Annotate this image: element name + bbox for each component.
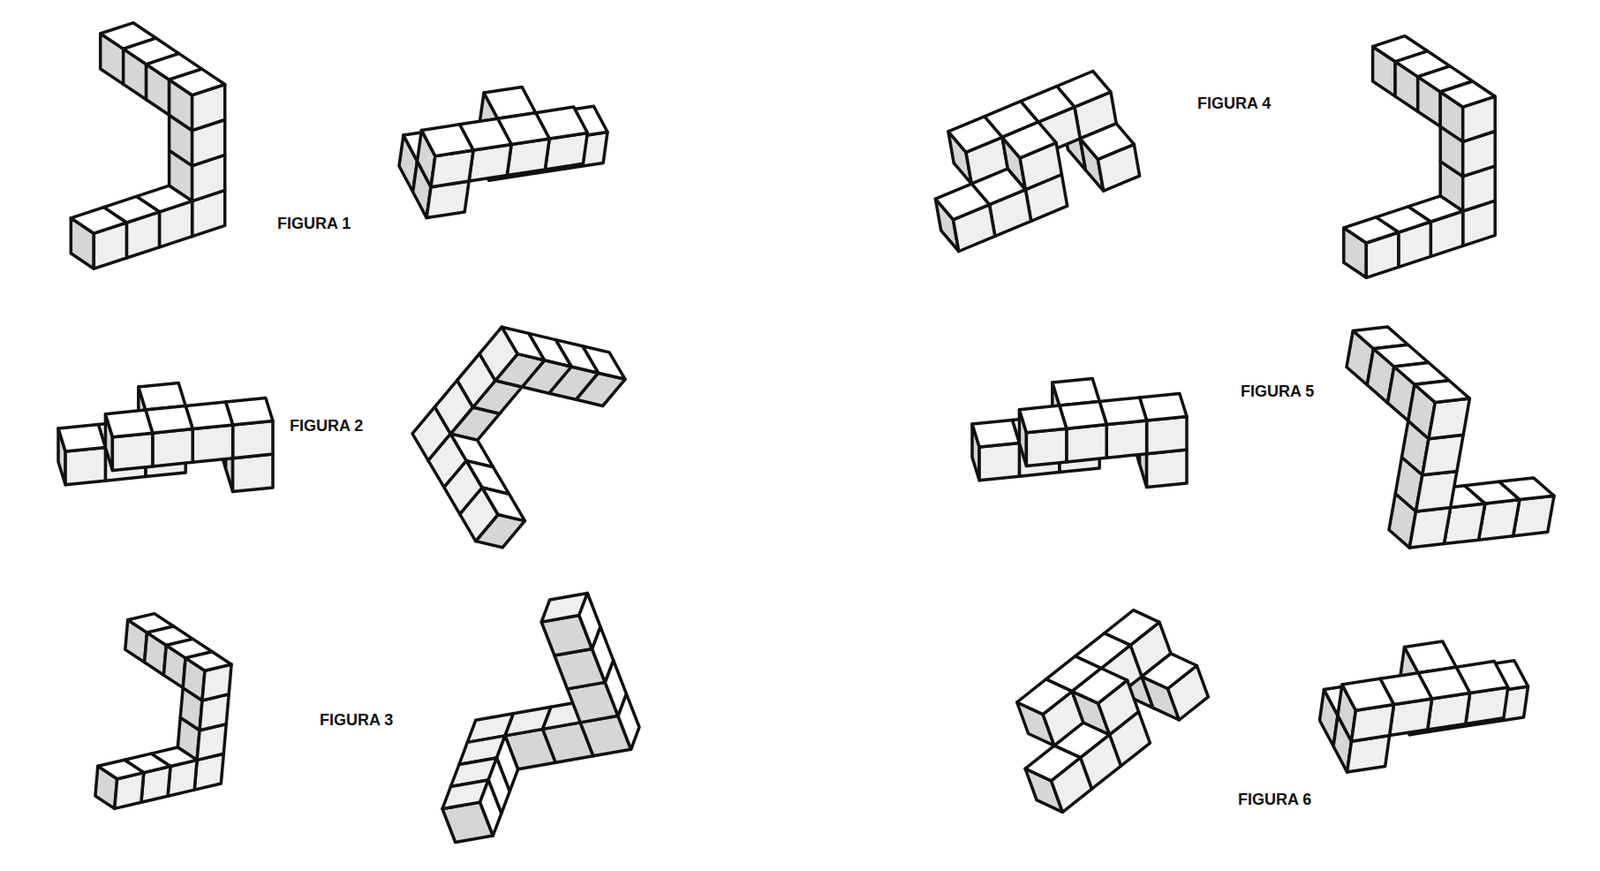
- cube-face: [1343, 217, 1399, 243]
- cube-face: [1017, 679, 1072, 715]
- figure-label: FIGURA 5: [1238, 382, 1316, 400]
- cube-face: [1002, 121, 1057, 159]
- cube-face: [1414, 380, 1470, 403]
- cube-figure: [412, 326, 626, 548]
- cube-figure: [935, 71, 1140, 252]
- cube-figure: [1320, 641, 1529, 772]
- cube-figure: [972, 378, 1187, 488]
- figure-label: FIGURA 4: [1195, 94, 1273, 113]
- cube-figure: [1343, 36, 1495, 279]
- cube-face: [1422, 434, 1464, 476]
- cube-face: [152, 429, 193, 467]
- cube-face: [185, 651, 232, 672]
- cube-face: [1409, 507, 1450, 549]
- cube-face: [233, 420, 273, 458]
- figure-label: FIGURA 6: [1236, 790, 1314, 808]
- cube-face: [1428, 398, 1470, 439]
- cube-face: [948, 116, 1003, 153]
- cube-face: [70, 207, 127, 234]
- cube-face: [1416, 470, 1457, 512]
- cube-figure: [95, 613, 232, 809]
- cube-face: [98, 759, 144, 779]
- cube-face: [935, 183, 989, 220]
- cube-face: [105, 409, 152, 438]
- cube-face: [1147, 449, 1187, 487]
- figure-label: FIGURA 1: [275, 214, 353, 233]
- cube-face: [1026, 428, 1066, 466]
- cube-face: [480, 779, 502, 836]
- cube-face: [65, 447, 106, 485]
- cube-face: [482, 487, 525, 521]
- cube-face: [112, 432, 152, 470]
- cube-face: [192, 424, 233, 462]
- cube-face: [421, 124, 474, 157]
- cube-face: [1141, 653, 1197, 689]
- cube-face: [1025, 745, 1080, 781]
- cube-figure: [70, 22, 225, 269]
- cube-figure: [399, 86, 608, 218]
- cube-face: [233, 453, 273, 491]
- cube-face: [1147, 415, 1187, 453]
- cube-face: [1066, 424, 1107, 462]
- cube-figure: [1346, 326, 1555, 548]
- cube-figure: [1017, 610, 1209, 813]
- cube-face: [972, 419, 1019, 447]
- cube-face: [501, 326, 544, 361]
- cube-face: [1079, 123, 1134, 160]
- cube-face: [58, 423, 106, 452]
- cube-figure: [58, 383, 273, 492]
- figure-label: FIGURA 3: [317, 710, 395, 729]
- cube-face: [979, 443, 1019, 481]
- cube-face: [1071, 668, 1128, 704]
- cube-face: [1018, 405, 1066, 433]
- cube-face: [169, 68, 226, 96]
- figure-label: FIGURA 2: [287, 416, 365, 435]
- cube-face: [1440, 81, 1495, 107]
- cube-face: [1342, 678, 1395, 710]
- cube-face: [1106, 420, 1147, 458]
- cube-face: [579, 593, 601, 650]
- cube-figure: [442, 593, 640, 843]
